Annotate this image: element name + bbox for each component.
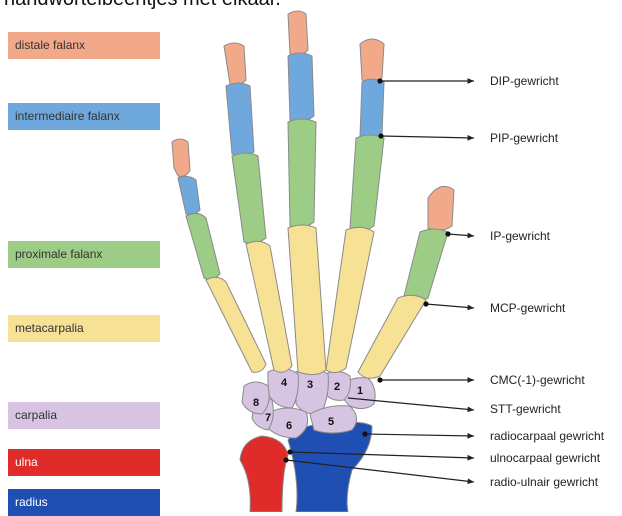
index-distal-phalanx — [360, 39, 384, 82]
ring-proximal-phalanx — [232, 153, 266, 243]
little-intermediate-phalanx — [178, 176, 200, 214]
index-metacarpal — [326, 227, 374, 372]
ring-distal-phalanx — [224, 43, 246, 85]
index-intermediate-phalanx — [360, 79, 384, 138]
middle-metacarpal — [288, 225, 326, 375]
ulna-bone — [240, 436, 288, 512]
label-ulnocarpaal-gewricht: ulnocarpaal gewricht — [490, 451, 601, 465]
carpal-number-1: 1 — [357, 385, 363, 397]
label-mcp-gewricht: MCP-gewricht — [490, 301, 566, 315]
leader-mcp — [426, 304, 474, 308]
thumb-distal-phalanx — [428, 186, 454, 230]
carpal-number-5: 5 — [328, 416, 334, 428]
label-dip-gewricht: DIP-gewricht — [490, 74, 559, 88]
thumb-metacarpal — [358, 295, 426, 378]
leader-radiocarpaal — [365, 434, 474, 436]
label-radiocarpaal-gewricht: radiocarpaal gewricht — [490, 429, 605, 443]
carpal-number-3: 3 — [307, 379, 313, 391]
carpal-capitate — [296, 368, 328, 413]
joint-dot-cmc — [377, 377, 382, 382]
label-cmc-gewricht: CMC(-1)-gewricht — [490, 373, 585, 387]
leader-ip — [448, 234, 474, 236]
joint-dot-dip — [377, 78, 382, 83]
label-stt-gewricht: STT-gewricht — [490, 402, 561, 416]
middle-proximal-phalanx — [288, 119, 316, 227]
joint-dot-radiocarpaal — [362, 431, 367, 436]
joint-dot-mcp — [423, 301, 428, 306]
carpal-number-8: 8 — [253, 397, 259, 409]
carpal-number-6: 6 — [286, 420, 292, 432]
thumb-proximal-phalanx — [404, 229, 448, 301]
label-ip-gewricht: IP-gewricht — [490, 229, 551, 243]
radius-bone — [288, 422, 372, 512]
carpal-number-7: 7 — [265, 412, 271, 424]
label-radio-ulnair-gewricht: radio-ulnair gewricht — [490, 475, 599, 489]
carpal-number-4: 4 — [281, 377, 288, 389]
joint-dot-ip — [445, 231, 450, 236]
joint-dot-ulnocarpaal — [287, 449, 292, 454]
label-pip-gewricht: PIP-gewricht — [490, 131, 559, 145]
carpal-number-2: 2 — [334, 381, 340, 393]
ring-intermediate-phalanx — [226, 83, 254, 156]
finger-bones — [172, 11, 454, 378]
leader-pip — [381, 136, 474, 138]
middle-distal-phalanx — [288, 11, 308, 55]
middle-intermediate-phalanx — [288, 53, 314, 121]
little-proximal-phalanx — [186, 213, 220, 279]
joint-dot-radio-ulnair — [283, 457, 288, 462]
index-proximal-phalanx — [350, 135, 384, 231]
joint-dot-pip — [378, 133, 383, 138]
little-distal-phalanx — [172, 139, 190, 176]
